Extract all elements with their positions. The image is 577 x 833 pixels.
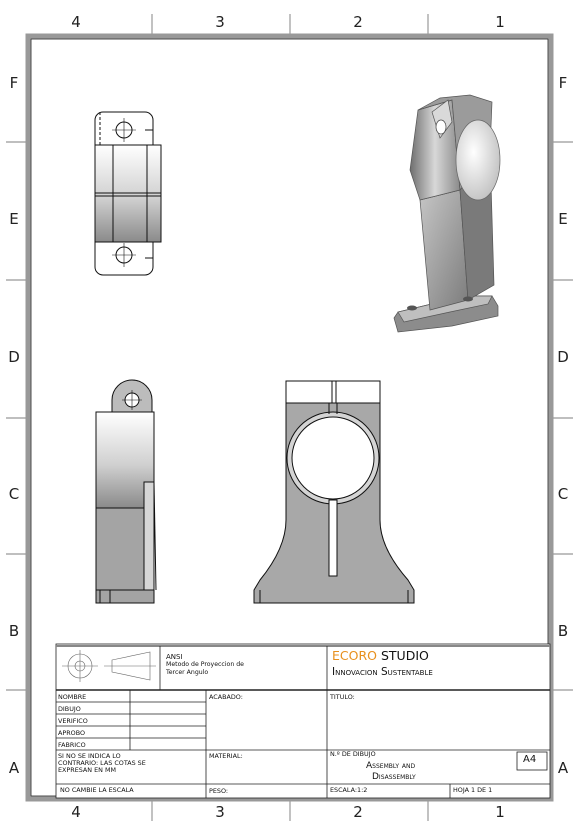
zone-col-2-top: 2 [353,13,363,31]
top-view [94,111,162,276]
dimension-note-2: CONTRARIO: LAS COTAS SE [58,759,146,767]
acabado-label: ACABADO: [209,693,243,701]
side-view [95,379,157,604]
projection-standard: ANSI [166,653,183,661]
zone-row-d-left: D [8,348,20,366]
role-fabrico: FABRICO [58,741,86,749]
peso-label: PESO: [209,787,229,795]
zone-row-c-left: C [8,485,20,503]
zone-col-1-bottom: 1 [495,803,505,821]
front-view [253,380,415,604]
brand-logo: ECORO STUDIO [332,648,429,663]
hoja-label: HOJA 1 DE 1 [453,786,493,794]
material-label: MATERIAL: [209,752,243,760]
dimension-note-1: SI NO SE INDICA LO [58,752,121,760]
zone-col-4-top: 4 [71,13,81,31]
zone-row-a-right: A [557,759,569,777]
sheet-size: A4 [523,754,537,765]
zone-row-d-right: D [557,348,569,366]
role-dibujo: DIBUJO [58,705,81,713]
zone-row-e-left: E [9,210,19,228]
zone-col-3-top: 3 [215,13,225,31]
zone-ticks [6,14,573,821]
escala-label: ESCALA:1:2 [330,786,368,794]
isometric-view [393,94,501,333]
zone-row-e-right: E [558,210,568,228]
drawing-title-line-1: Assembly and [366,761,416,771]
zone-row-b-left: B [8,622,20,640]
drawing-number-label: N.º DE DIBUJO [330,750,376,758]
scale-warning: NO CAMBIE LA ESCALA [60,786,134,794]
projection-method: Metodo de Proyeccion de [166,661,244,668]
title-block-grid [55,643,551,799]
titulo-label: TITULO: [330,693,355,701]
zone-col-2-bottom: 2 [353,803,363,821]
dimension-note-3: EXPRESAN EN MM [58,766,116,774]
drawing-title-line-2: Disassembly [372,772,416,782]
role-verifico: VERIFICO [58,717,88,725]
zone-col-4-bottom: 4 [71,803,81,821]
zone-col-3-bottom: 3 [215,803,225,821]
brand-tagline: Innovacion Sustentable [332,666,433,678]
zone-row-f-right: F [558,74,568,92]
zone-col-1-top: 1 [495,13,505,31]
brand-studio: STUDIO [380,648,429,663]
brand-accent: ECORO [332,648,377,663]
zone-row-b-right: B [557,622,569,640]
zone-row-a-left: A [8,759,20,777]
border-frame [25,33,554,802]
role-aprobo: APROBO [58,729,85,737]
role-nombre: NOMBRE [58,693,87,701]
zone-row-f-left: F [9,74,19,92]
projection-angle: Tercer Angulo [166,669,209,676]
zone-row-c-right: C [557,485,569,503]
projection-symbol-icon [62,650,156,682]
